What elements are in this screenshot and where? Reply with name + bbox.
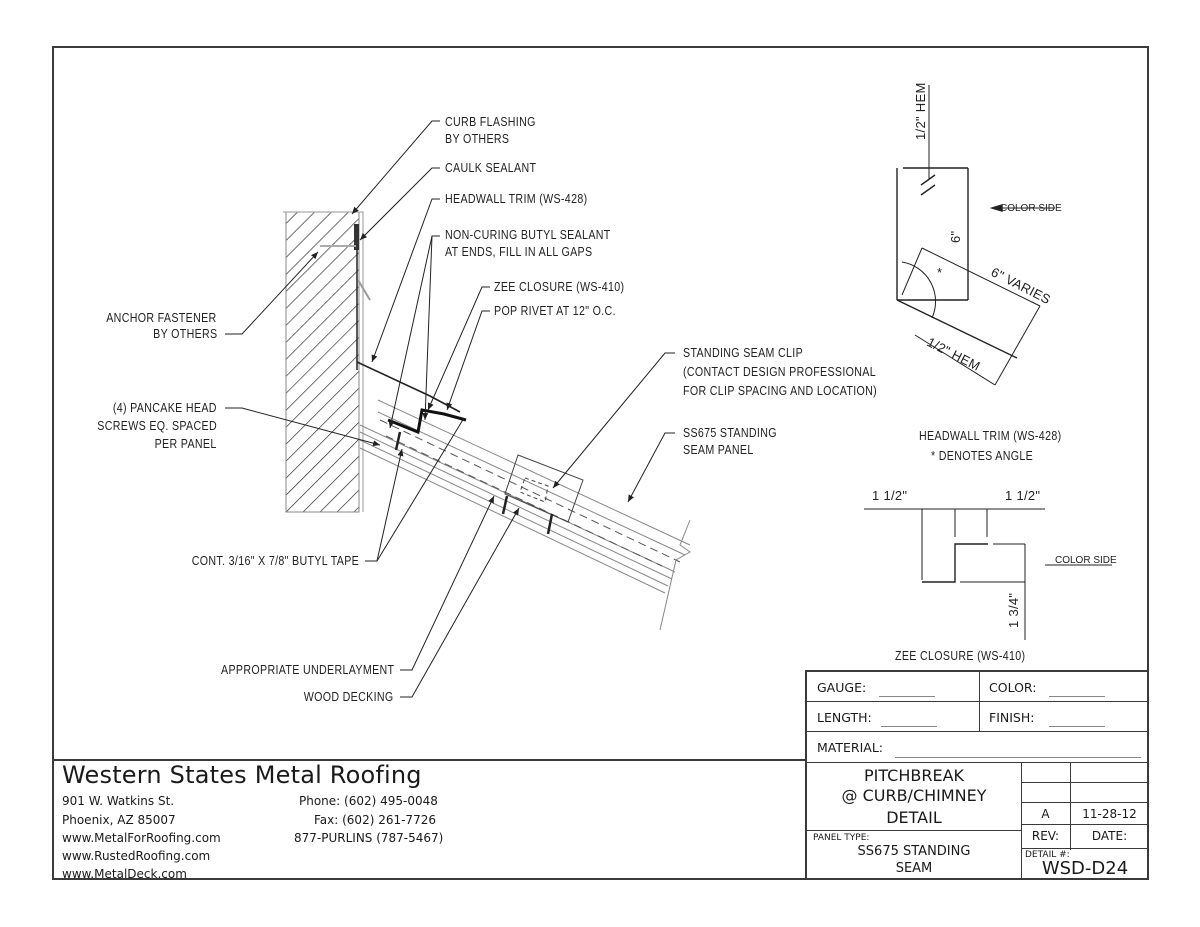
date-label: DATE:: [1091, 829, 1128, 843]
zee-profile-title: ZEE CLOSURE (WS-410): [895, 648, 1026, 663]
rev-label: REV:: [1031, 829, 1060, 843]
company-website-3[interactable]: www.MetalDeck.com: [62, 867, 187, 881]
detail-title-1: PITCHBREAK: [863, 766, 965, 785]
callout-zee-closure: ZEE CLOSURE (WS-410): [494, 279, 625, 294]
callout-curb-flashing-2: BY OTHERS: [445, 131, 510, 146]
company-name: Western States Metal Roofing: [62, 761, 422, 789]
callout-wood-decking: WOOD DECKING: [304, 689, 394, 704]
callout-seam-panel-2: SEAM PANEL: [683, 442, 754, 457]
callout-butyl-sealant-2: AT ENDS, FILL IN ALL GAPS: [445, 244, 593, 259]
zee-color-side-label: COLOR SIDE: [1055, 555, 1117, 566]
detail-number-label: DETAIL #:: [1025, 850, 1070, 860]
headwall-trim-line: [356, 361, 461, 413]
callout-underlayment: APPROPRIATE UNDERLAYMENT: [220, 662, 394, 677]
zee-dim-left: 1 1/2": [872, 488, 907, 503]
roof-panel-assembly: [359, 399, 691, 631]
color-side-label: COLOR SIDE: [1000, 203, 1062, 214]
hem-bottom-label: 1/2" HEM: [925, 334, 983, 374]
height-dim-label: 6": [948, 230, 963, 243]
drawing-border: [52, 46, 1149, 880]
callout-seam-panel-1: SS675 STANDING: [683, 425, 777, 440]
company-address-1: 901 W. Watkins St.: [62, 794, 175, 808]
panel-type-label: PANEL TYPE:: [813, 833, 870, 843]
callout-butyl-sealant-1: NON-CURING BUTYL SEALANT: [445, 227, 611, 242]
color-label: COLOR:: [989, 680, 1037, 695]
callout-seam-clip-3: FOR CLIP SPACING AND LOCATION): [683, 383, 878, 398]
rev-value: A: [1041, 807, 1050, 821]
callout-seam-clip-2: (CONTACT DESIGN PROFESSIONAL: [683, 364, 877, 379]
zee-closure-part: [387, 408, 467, 435]
gauge-field[interactable]: [879, 696, 935, 697]
callout-anchor-fastener-1: ANCHOR FASTENER: [106, 310, 217, 325]
zee-dim-height: 1 3/4": [1006, 593, 1021, 628]
detail-title-2: @ CURB/CHIMNEY: [841, 786, 987, 805]
curb-wall: [283, 211, 364, 513]
title-block: GAUGE: COLOR: LENGTH: FINISH: MATERIAL: …: [805, 670, 1149, 880]
length-label: LENGTH:: [817, 710, 872, 725]
leader-lines: [225, 120, 675, 698]
callout-butyl-tape: CONT. 3/16" X 7/8" BUTYL TAPE: [191, 553, 359, 568]
panel-type-line-1: SS675 STANDING: [857, 844, 971, 859]
curb-flashing: [320, 224, 371, 370]
callout-pancake-1: (4) PANCAKE HEAD: [113, 400, 217, 415]
zee-dim-right: 1 1/2": [1005, 488, 1040, 503]
company-website-1[interactable]: www.MetalForRoofing.com: [62, 831, 221, 845]
company-block: Western States Metal Roofing 901 W. Watk…: [52, 759, 805, 881]
color-field[interactable]: [1049, 696, 1105, 697]
date-value: 11-28-12: [1082, 807, 1137, 821]
zee-closure-profile: [864, 508, 1112, 640]
company-phone: Phone: (602) 495-0048: [299, 794, 438, 808]
finish-label: FINISH:: [989, 710, 1035, 725]
callout-caulk-sealant: CAULK SEALANT: [445, 160, 537, 175]
headwall-profile-title: HEADWALL TRIM (WS-428): [919, 428, 1062, 443]
callout-pancake-3: PER PANEL: [155, 436, 217, 451]
headwall-trim-profile: [896, 85, 1055, 386]
callout-curb-flashing-1: CURB FLASHING: [445, 114, 536, 129]
company-tollfree: 877-PURLINS (787-5467): [294, 831, 444, 845]
length-field[interactable]: [881, 726, 937, 727]
hem-top-label: 1/2" HEM: [913, 82, 928, 140]
panel-type-line-2: SEAM: [895, 861, 933, 876]
detail-title-3: DETAIL: [886, 808, 942, 827]
material-field[interactable]: [895, 757, 1141, 758]
callout-headwall-trim: HEADWALL TRIM (WS-428): [445, 191, 588, 206]
pancake-screws: [394, 431, 554, 535]
callout-anchor-fastener-2: BY OTHERS: [152, 326, 217, 341]
callout-pop-rivet: POP RIVET AT 12" O.C.: [494, 303, 616, 318]
finish-field[interactable]: [1049, 726, 1105, 727]
company-address-2: Phoenix, AZ 85007: [62, 813, 176, 827]
material-label: MATERIAL:: [817, 740, 883, 755]
company-website-2[interactable]: www.RustedRoofing.com: [62, 849, 211, 863]
company-fax: Fax: (602) 261-7726: [314, 813, 436, 827]
callout-seam-clip-1: STANDING SEAM CLIP: [683, 345, 804, 360]
gauge-label: GAUGE:: [817, 680, 867, 695]
callout-pancake-2: SCREWS EQ. SPACED: [97, 418, 217, 433]
angle-mark: *: [937, 265, 942, 280]
headwall-profile-note: * DENOTES ANGLE: [931, 448, 1034, 463]
detail-number: WSD-D24: [1041, 858, 1129, 879]
